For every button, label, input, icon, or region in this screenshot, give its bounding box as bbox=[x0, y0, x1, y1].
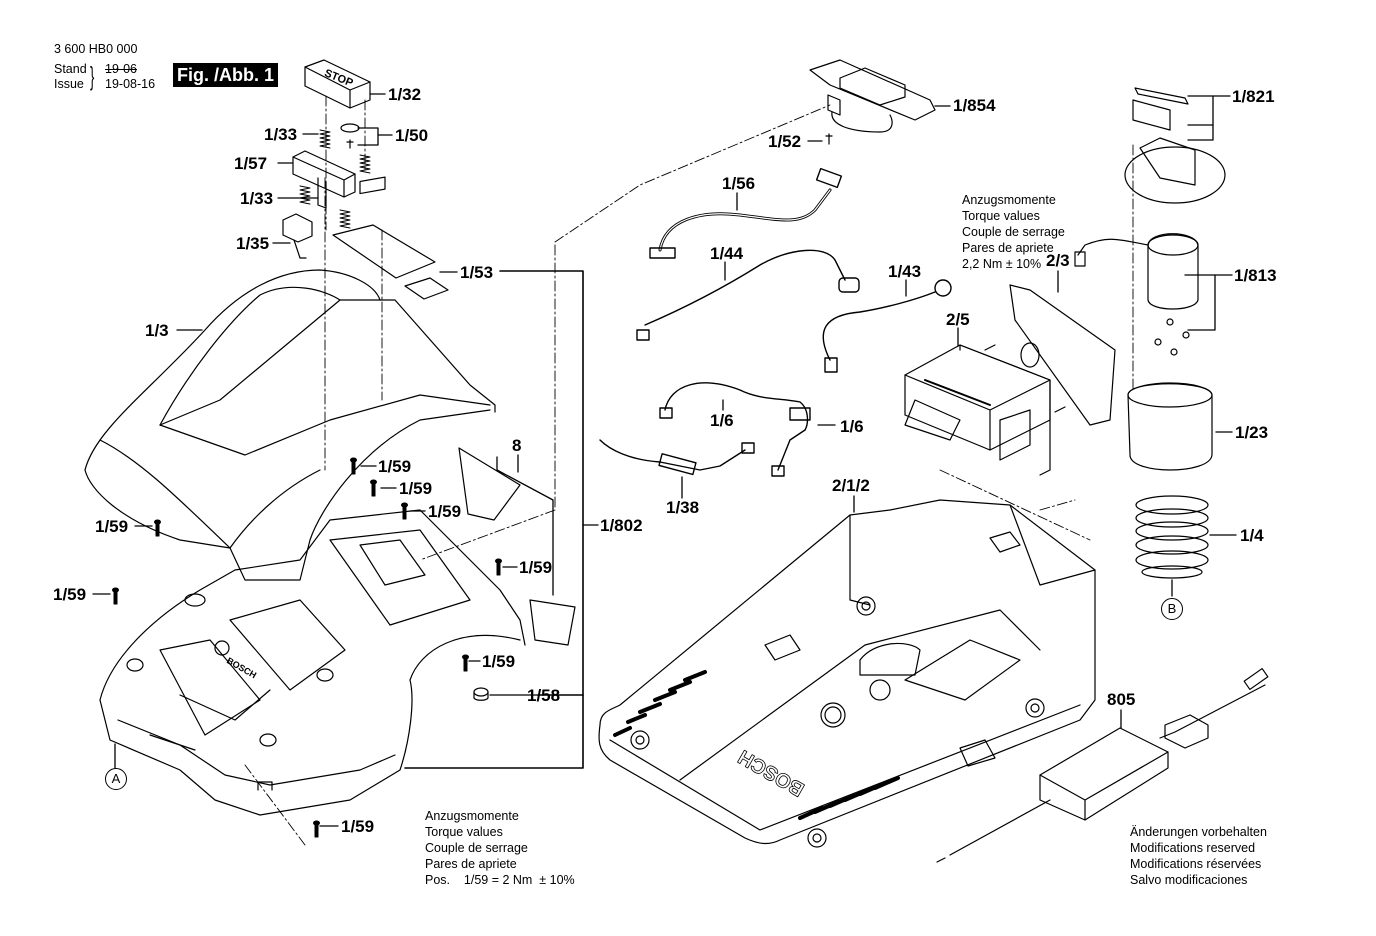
leader-lines bbox=[92, 93, 1237, 827]
callout-1-33: 1/33 bbox=[240, 189, 274, 208]
callout-1-59: 1/59 bbox=[399, 479, 433, 498]
figure-label: Fig. /Abb. 1 bbox=[173, 63, 278, 87]
callout-8: 8 bbox=[512, 436, 522, 455]
torque-note-line: Pos. 1/59 = 2 Nm ± 10% bbox=[425, 873, 575, 887]
callout-1-6: 1/6 bbox=[710, 411, 734, 430]
button-carrier bbox=[292, 150, 356, 209]
disclaimer: Änderungen vorbehalten Modifications res… bbox=[1130, 824, 1267, 888]
chassis-brand-text: BOSCH bbox=[225, 655, 258, 680]
callout-1-854: 1/854 bbox=[953, 96, 996, 115]
brace: } bbox=[90, 61, 95, 91]
callout-1-6: 1/6 bbox=[840, 417, 864, 436]
issue-label: Issue bbox=[54, 77, 84, 91]
callout-2-5: 2/5 bbox=[946, 310, 970, 329]
callout-1-59: 1/59 bbox=[428, 502, 462, 521]
callout-1-52: 1/52 bbox=[768, 132, 802, 151]
screws bbox=[112, 457, 502, 838]
callout-1-4: 1/4 bbox=[1240, 526, 1264, 545]
cables bbox=[599, 167, 952, 477]
callout-1-59: 1/59 bbox=[519, 558, 553, 577]
motor bbox=[1074, 233, 1199, 356]
issue-value: 19-08-16 bbox=[105, 77, 156, 91]
callout-1-59: 1/59 bbox=[378, 457, 412, 476]
small-screw bbox=[346, 139, 354, 149]
marker-b: B bbox=[1161, 598, 1183, 620]
callout-1-38: 1/38 bbox=[666, 498, 700, 517]
callout-1-23: 1/23 bbox=[1235, 423, 1269, 442]
callout-1-43: 1/43 bbox=[888, 262, 922, 281]
torque-note-right: Anzugsmomente Torque values Couple de se… bbox=[962, 192, 1065, 272]
disclaimer-line: Änderungen vorbehalten bbox=[1130, 825, 1267, 839]
callout-1-32: 1/32 bbox=[388, 85, 422, 104]
lower-chassis: BOSCH bbox=[99, 509, 526, 816]
washer bbox=[340, 123, 360, 133]
stop-embossed-text: STOP bbox=[323, 67, 355, 89]
callout-1-57: 1/57 bbox=[234, 154, 268, 173]
torque-note-line: Pares de apriete bbox=[962, 241, 1054, 255]
torque-note-line: Pares de apriete bbox=[425, 857, 517, 871]
callout-1-59: 1/59 bbox=[95, 517, 129, 536]
springs bbox=[299, 129, 371, 229]
disclaimer-line: Modifications réservées bbox=[1130, 857, 1262, 871]
torque-note-line: 2,2 Nm ± 10% bbox=[962, 257, 1042, 271]
callout-805: 805 bbox=[1107, 690, 1136, 709]
base-brand-text: BOSCH bbox=[735, 745, 809, 800]
torque-note-line: Anzugsmomente bbox=[962, 193, 1056, 207]
display-panel bbox=[332, 176, 449, 300]
callout-1-35: 1/35 bbox=[236, 234, 270, 253]
callout-1-59: 1/59 bbox=[53, 585, 87, 604]
callout-1-58: 1/58 bbox=[527, 686, 561, 705]
pcb-module bbox=[809, 59, 936, 145]
callout-1-802: 1/802 bbox=[600, 516, 643, 535]
switch bbox=[282, 213, 313, 259]
stickers bbox=[458, 447, 576, 646]
top-cover-shell bbox=[84, 269, 496, 581]
callout-1-53: 1/53 bbox=[460, 263, 494, 282]
torque-note-line: Torque values bbox=[962, 209, 1040, 223]
callout-1-33: 1/33 bbox=[264, 125, 298, 144]
disclaimer-line: Modifications reserved bbox=[1130, 841, 1256, 855]
torque-note-line: Couple de serrage bbox=[962, 225, 1065, 239]
callout-1-59: 1/59 bbox=[341, 817, 375, 836]
torque-note-line: Anzugsmomente bbox=[425, 809, 519, 823]
callout-2-1-2: 2/1/2 bbox=[832, 476, 870, 495]
charging-base: BOSCH bbox=[598, 499, 1096, 848]
torque-note-line: Torque values bbox=[425, 825, 503, 839]
stand-value: 19-06 bbox=[105, 62, 137, 76]
callout-1-56: 1/56 bbox=[722, 174, 756, 193]
spring bbox=[1135, 495, 1209, 579]
callout-1-50: 1/50 bbox=[395, 126, 429, 145]
callout-1-3: 1/3 bbox=[145, 321, 169, 340]
callout-1-44: 1/44 bbox=[710, 244, 744, 263]
control-unit bbox=[904, 284, 1116, 476]
callout-2-3: 2/3 bbox=[1046, 251, 1070, 270]
marker-a: A bbox=[105, 768, 127, 790]
motor-housing bbox=[1127, 382, 1213, 471]
height-adjust-cover bbox=[1124, 87, 1226, 204]
callout-1-813: 1/813 bbox=[1234, 266, 1277, 285]
stop-button-cap: STOP bbox=[304, 59, 371, 109]
callout-1-59: 1/59 bbox=[482, 652, 516, 671]
torque-note-line: Couple de serrage bbox=[425, 841, 528, 855]
cap bbox=[473, 687, 489, 701]
torque-note-bottom: Anzugsmomente Torque values Couple de se… bbox=[425, 808, 575, 888]
disclaimer-line: Salvo modificaciones bbox=[1130, 873, 1248, 887]
stand-label: Stand bbox=[54, 62, 87, 76]
callout-1-821: 1/821 bbox=[1232, 87, 1275, 106]
part-number: 3 600 HB0 000 bbox=[54, 42, 138, 56]
power-supply bbox=[936, 667, 1269, 863]
